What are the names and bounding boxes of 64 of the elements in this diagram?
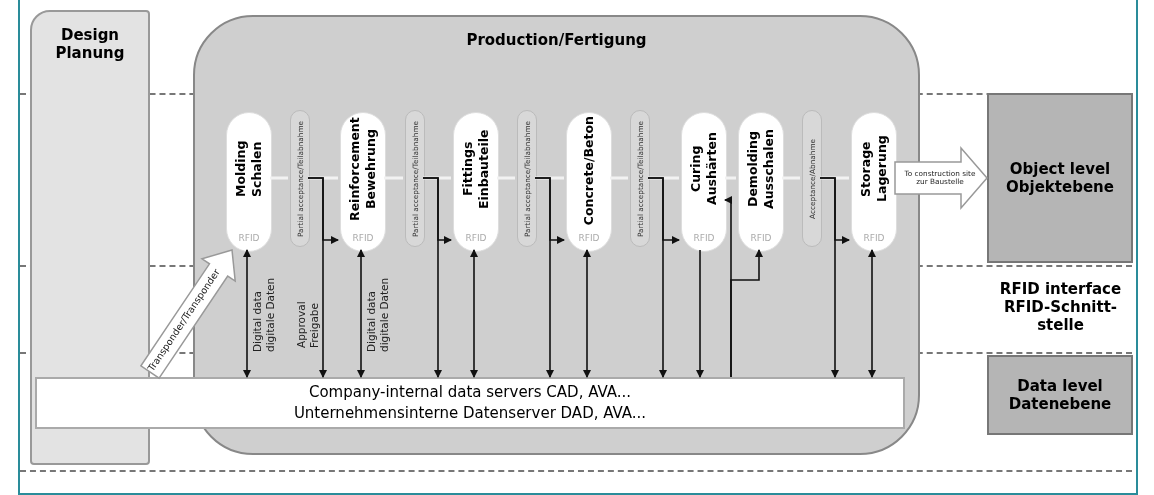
rfid-label: RFID [693, 233, 715, 243]
lane-title: Design Planung [54, 26, 126, 62]
checkpoint-box [290, 110, 310, 247]
arrow [470, 249, 478, 378]
arrow [243, 249, 251, 378]
process-box [340, 112, 386, 252]
process-box [681, 112, 727, 252]
rfid-label: RFID [238, 233, 260, 243]
edge-label: Approval Freigabe [295, 300, 321, 348]
connector-line [535, 176, 564, 180]
connector-line [725, 176, 736, 180]
arrow [422, 177, 442, 378]
server-label: Company-internal data servers CAD, AVA... [308, 382, 632, 403]
server-label: Unternehmensinterne Datenserver DAD, AVA... [293, 403, 647, 424]
server-bar [35, 377, 905, 429]
connector-line [820, 176, 849, 180]
process-label: Storage Lagerung [858, 134, 890, 205]
block-arrow [894, 146, 988, 210]
level-box [987, 93, 1133, 263]
rfid-label: RFID [863, 233, 885, 243]
checkpoint-box [630, 110, 650, 247]
connector-line [270, 176, 288, 180]
process-box [226, 112, 272, 252]
connector-line [648, 176, 679, 180]
process-box [453, 112, 499, 252]
edge-label: Digital data digitale Daten [365, 276, 391, 352]
rfid-label: RFID [578, 233, 600, 243]
rfid-label: RFID [465, 233, 487, 243]
process-label: Concrete/Beton [581, 115, 597, 225]
arrow [647, 177, 667, 378]
checkpoint-box [517, 110, 537, 247]
process-label: Demolding Ausschalen [745, 128, 777, 211]
arrow [583, 249, 591, 378]
group-title: Production/Fertigung [465, 31, 648, 49]
arrow [357, 249, 365, 378]
connector-line [384, 176, 403, 180]
block-arrow [139, 249, 237, 380]
process-label: Curing Aushärten [688, 131, 720, 208]
process-label: Fittings Einbauteile [460, 128, 492, 211]
connector-line [423, 176, 451, 180]
process-box [851, 112, 897, 252]
checkpoint-box [802, 110, 822, 247]
checkpoint-box [405, 110, 425, 247]
arrow [534, 177, 554, 378]
edge-label: Digital data digitale Daten [251, 276, 277, 352]
interface-label: RFID interface RFID-Schnitt-stelle [998, 280, 1123, 334]
rfid-label: RFID [750, 233, 772, 243]
arrow [868, 249, 876, 378]
connector-line [497, 176, 515, 180]
level-label: Object level Objektebene [1005, 160, 1115, 196]
arrow [696, 249, 704, 378]
level-label: Data level Datenebene [1007, 377, 1113, 413]
connector-line [308, 176, 338, 180]
arrow [724, 196, 732, 378]
process-box [738, 112, 784, 252]
process-box [566, 112, 612, 252]
process-label: Reinforcement Bewehrung [347, 116, 379, 223]
arrow [819, 177, 839, 378]
rfid-label: RFID [352, 233, 374, 243]
process-label: Molding Schalen [233, 139, 265, 200]
connector-line [782, 176, 800, 180]
level-box [987, 355, 1133, 435]
arrow [307, 177, 327, 378]
connector-line [610, 176, 628, 180]
